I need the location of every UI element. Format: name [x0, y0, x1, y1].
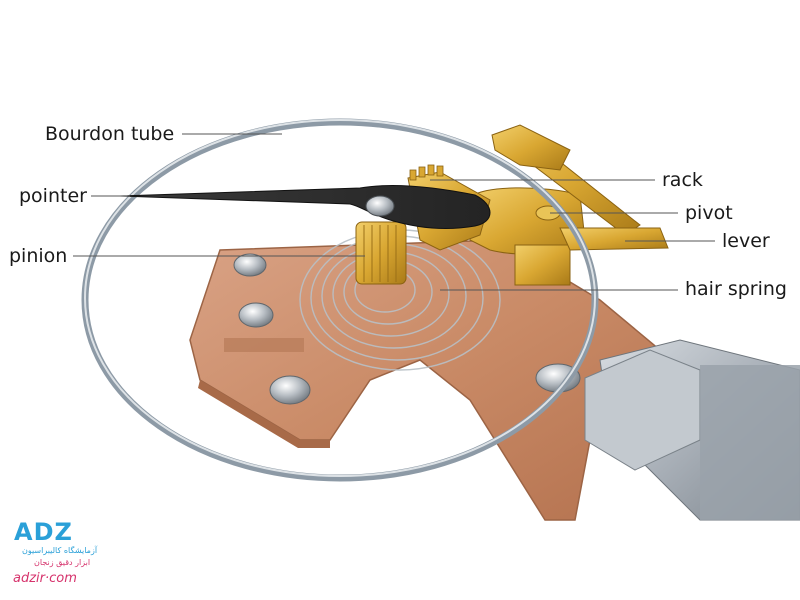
logo-url: adzir·com: [13, 571, 77, 586]
label-rack: rack: [662, 169, 703, 191]
logo-mark: ADZ: [14, 518, 73, 546]
label-pivot: pivot: [685, 202, 733, 224]
pinion-teeth: [363, 225, 397, 282]
screw: [233, 253, 267, 277]
socket-hex: [700, 365, 800, 520]
label-pinion: pinion: [9, 245, 68, 267]
label-pointer: pointer: [19, 185, 87, 207]
adz-logo: ADZ آزمایشگاه کالیبراسیون ابزار دقیق زنج…: [10, 518, 100, 590]
logo-persian-line-1: آزمایشگاه کالیبراسیون: [22, 546, 98, 555]
screw: [269, 375, 311, 405]
screw: [238, 302, 274, 328]
logo-persian-line-2: ابزار دقیق زنجان: [34, 558, 91, 567]
rack-teeth: [409, 164, 444, 181]
bourdon-tube-highlight: [84, 119, 596, 477]
base-plate-edge: [198, 380, 330, 448]
pointer-needle: [119, 185, 491, 229]
pointer-cap: [365, 195, 395, 217]
label-hair-spring: hair spring: [685, 278, 787, 300]
label-bourdon-tube: Bourdon tube: [45, 123, 175, 145]
screws: [233, 253, 581, 405]
leader-lines: [73, 133, 715, 291]
label-lever: lever: [722, 230, 770, 252]
plate-slot: [224, 338, 304, 352]
tube-tip-block: [491, 124, 571, 171]
pivot-post: [514, 244, 571, 286]
pinion-gear: [355, 221, 407, 285]
lever-arm: [559, 227, 669, 251]
